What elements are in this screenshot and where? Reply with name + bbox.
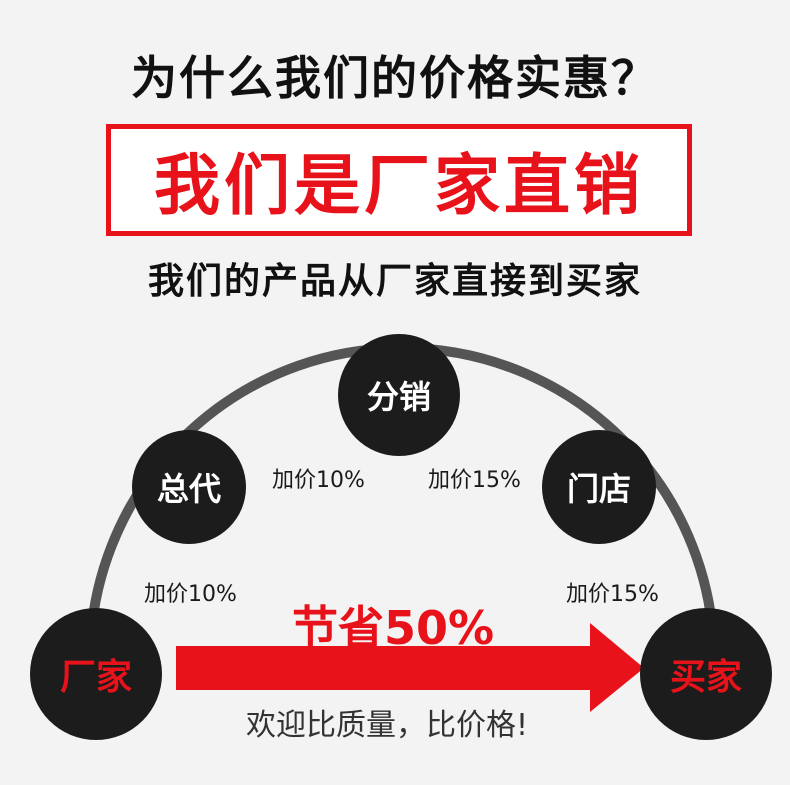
- banner-text: 我们是厂家直销: [154, 147, 644, 224]
- node-store: 门店: [542, 430, 656, 544]
- node-factory-label: 厂家: [59, 657, 132, 698]
- markup-factory-to-agent: 加价10%: [144, 582, 237, 607]
- node-general-agent: 总代: [132, 430, 246, 544]
- subtitle: 我们的产品从厂家直接到买家: [147, 261, 642, 302]
- node-general-agent-label: 总代: [156, 470, 221, 508]
- node-distributor-label: 分销: [366, 378, 431, 416]
- banner-box: 我们是厂家直销: [106, 124, 692, 236]
- direct-arrow: [176, 623, 644, 712]
- saving-label: 节省50%: [292, 601, 495, 655]
- node-store-label: 门店: [566, 470, 631, 508]
- markup-distributor-to-store: 加价15%: [428, 468, 521, 493]
- slogan: 欢迎比质量，比价格!: [246, 708, 529, 743]
- page-title: 为什么我们的价格实惠？: [131, 51, 659, 105]
- markup-agent-to-distributor: 加价10%: [272, 468, 365, 493]
- markup-store-to-buyer: 加价15%: [566, 582, 659, 607]
- node-distributor: 分销: [338, 334, 460, 456]
- node-buyer-label: 买家: [669, 657, 742, 698]
- node-buyer: 买家: [640, 608, 772, 740]
- node-factory: 厂家: [30, 608, 162, 740]
